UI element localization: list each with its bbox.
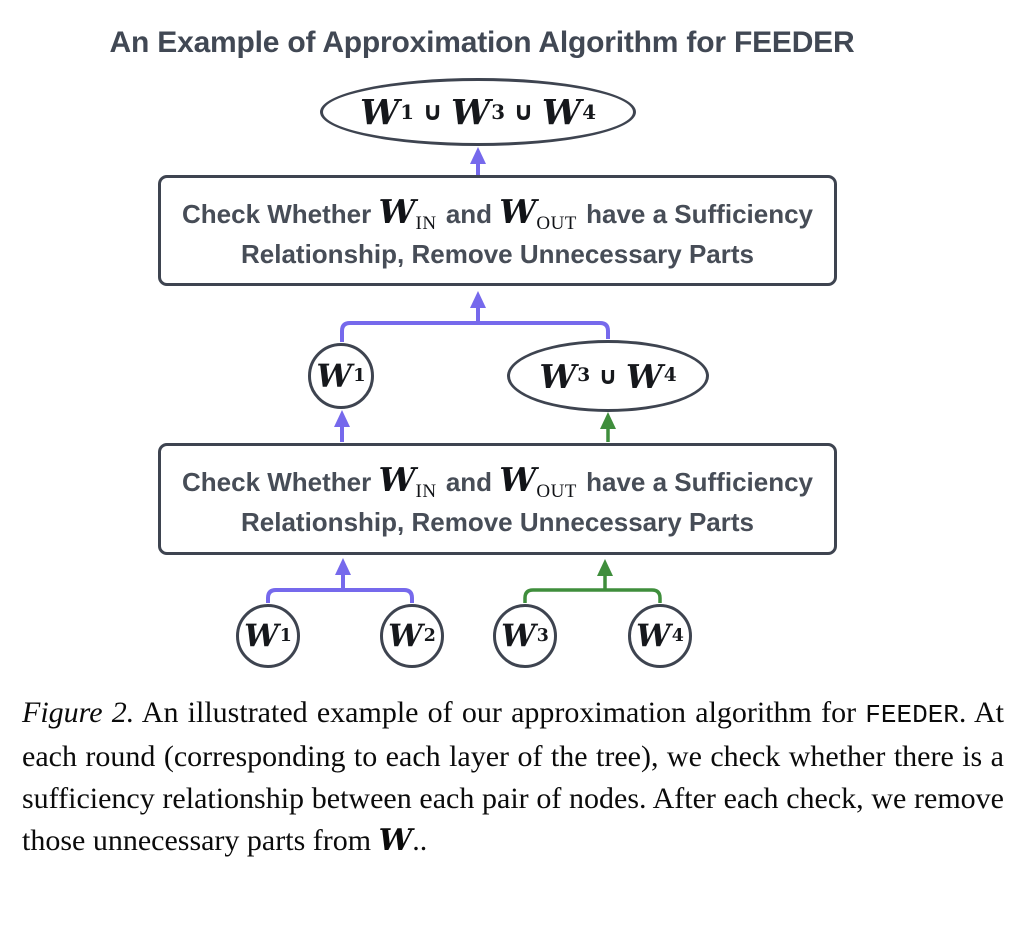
feeder-name: FEEDER [865, 700, 959, 730]
bracket-leaves-purple [266, 558, 414, 603]
script-w: W [499, 460, 537, 499]
script-w: W [316, 357, 353, 395]
arrow-box2-to-midright [600, 412, 616, 442]
box-line-2: Relationship, Remove Unnecessary Parts [241, 507, 754, 537]
subscript-in: IN [415, 212, 437, 234]
script-w: W [378, 823, 413, 858]
caption-text: .. [412, 824, 428, 857]
script-w: W [388, 618, 423, 654]
bracket-mid-purple [340, 291, 610, 342]
union-symbol: ∪ [422, 97, 443, 127]
script-w: W [539, 356, 577, 396]
connector-layer [266, 147, 662, 603]
figure-number-label: Figure 2. [22, 696, 135, 729]
script-w: W [499, 191, 537, 231]
box-line-1: Check Whether WIN and WOUT have a Suffic… [181, 460, 814, 502]
union-symbol: ∪ [598, 362, 618, 390]
check-sufficiency-box-1: Check Whether WIN and WOUT have a Suffic… [158, 175, 837, 286]
script-w: W [636, 618, 671, 654]
subscript-out: OUT [536, 212, 577, 234]
script-w: W [450, 91, 491, 133]
box-line-2: Relationship, Remove Unnecessary Parts [241, 238, 754, 269]
box-line-1: Check Whether WIN and WOUT have a Suffic… [181, 191, 814, 234]
figure-caption: Figure 2. An illustrated example of our … [22, 692, 1004, 862]
script-w: W [360, 91, 400, 133]
script-w: W [541, 91, 582, 133]
union-symbol: ∪ [513, 97, 534, 127]
script-w: W [501, 618, 536, 654]
script-w: W [378, 191, 416, 231]
script-w: W [625, 356, 663, 396]
subscript-out: OUT [536, 481, 577, 502]
check-sufficiency-box-2: Check Whether WIN and WOUT have a Suffic… [158, 443, 837, 555]
arrow-box2-to-midleft [334, 410, 350, 442]
caption-text: An illustrated example of our approximat… [134, 696, 866, 729]
figure-diagram-title: An Example of Approximation Algorithm fo… [109, 26, 855, 59]
subscript-in: IN [415, 481, 437, 502]
caption-text: . At each round (corresponding to each l… [22, 696, 1004, 857]
script-w: W [244, 618, 279, 654]
bracket-leaves-green [523, 559, 662, 603]
script-w: W [378, 460, 416, 499]
arrow-box1-to-root [470, 147, 486, 176]
